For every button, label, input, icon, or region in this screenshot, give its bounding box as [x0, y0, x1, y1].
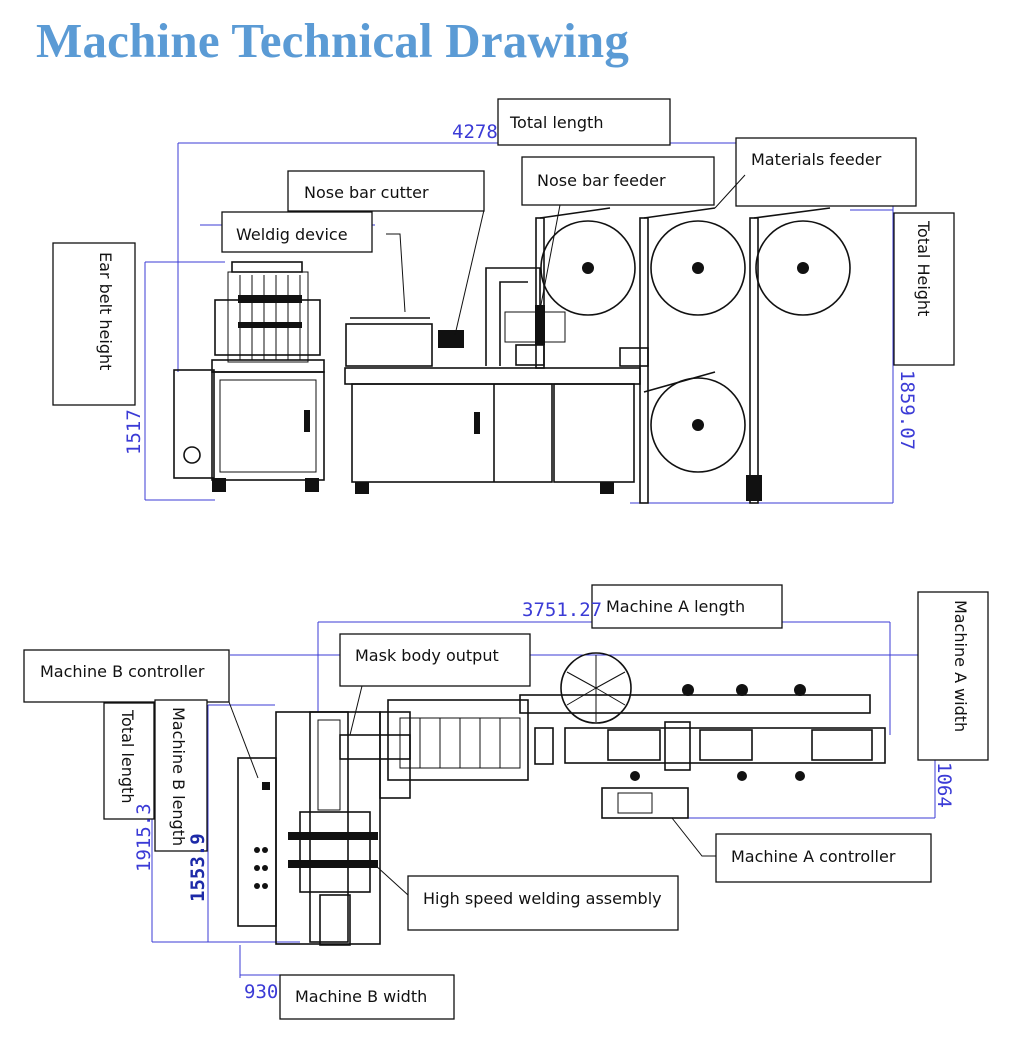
dim-machine-a-width: 1064 [933, 762, 955, 808]
dim-machine-a-length: 3751.27 [522, 599, 602, 621]
svg-text:Nose bar feeder: Nose bar feeder [537, 171, 666, 190]
label-total-length-b: Total length [103, 702, 155, 820]
svg-text:Weldig device: Weldig device [236, 225, 348, 244]
label-high-speed-welding-assembly: High speed welding assembly [407, 875, 679, 931]
leader-materials-feeder [714, 174, 746, 209]
svg-text:Machine B length: Machine B length [169, 707, 188, 846]
dim-machine-b-length: 1553.9 [187, 833, 209, 902]
svg-text:Machine A width: Machine A width [951, 600, 970, 732]
svg-text:Ear belt height: Ear belt height [96, 252, 115, 370]
svg-text:Total length: Total length [118, 709, 137, 803]
label-welding-device: Weldig device [221, 211, 373, 253]
svg-text:High speed welding assembly: High speed welding assembly [423, 889, 662, 908]
svg-text:Materials feeder: Materials feeder [751, 150, 882, 169]
label-machine-b-width: Machine B width [279, 974, 455, 1020]
leader-machine-a-controller [671, 817, 716, 857]
label-nose-bar-cutter: Nose bar cutter [287, 170, 485, 212]
dim-machine-b-width: 930 [244, 981, 278, 1003]
label-machine-b-length: Machine B length [154, 699, 208, 852]
label-ear-belt-height: Ear belt height [52, 242, 136, 406]
svg-text:Machine B width: Machine B width [295, 987, 427, 1006]
plan-view-machine [151, 621, 936, 978]
dim-total-length-b: 1915.3 [133, 803, 155, 872]
svg-text:Mask body output: Mask body output [355, 646, 499, 665]
label-total-height: Total Height [893, 212, 955, 366]
leader-mask-body-output [349, 685, 363, 736]
leader-high-speed-welding-assembly [374, 864, 409, 896]
label-nose-bar-feeder: Nose bar feeder [521, 156, 715, 206]
leader-nose-bar-cutter [454, 209, 485, 336]
leader-nose-bar-feeder [539, 204, 561, 311]
label-mask-body-output: Mask body output [339, 633, 531, 687]
dim-total-height: 1859.07 [896, 370, 918, 450]
dim-ear-belt-height: 1517 [123, 409, 145, 455]
svg-text:Machine A controller: Machine A controller [731, 847, 896, 866]
svg-text:Machine B controller: Machine B controller [40, 662, 205, 681]
svg-text:Total length: Total length [509, 113, 603, 132]
svg-text:Nose bar cutter: Nose bar cutter [304, 183, 429, 202]
page-title: Machine Technical Drawing [36, 13, 630, 68]
label-machine-a-length: Machine A length [591, 584, 783, 629]
dim-total-length: 4278 [452, 121, 498, 143]
svg-text:Machine A length: Machine A length [606, 597, 745, 616]
leader-welding-device [386, 233, 406, 313]
label-materials-feeder: Materials feeder [735, 137, 917, 207]
label-machine-a-width: Machine A width [917, 591, 989, 761]
label-machine-b-controller: Machine B controller [23, 649, 230, 703]
leader-machine-b-controller [228, 701, 259, 779]
svg-text:Total Height: Total Height [914, 220, 933, 316]
label-machine-a-controller: Machine A controller [715, 833, 932, 883]
label-total-length: Total length [497, 98, 671, 146]
